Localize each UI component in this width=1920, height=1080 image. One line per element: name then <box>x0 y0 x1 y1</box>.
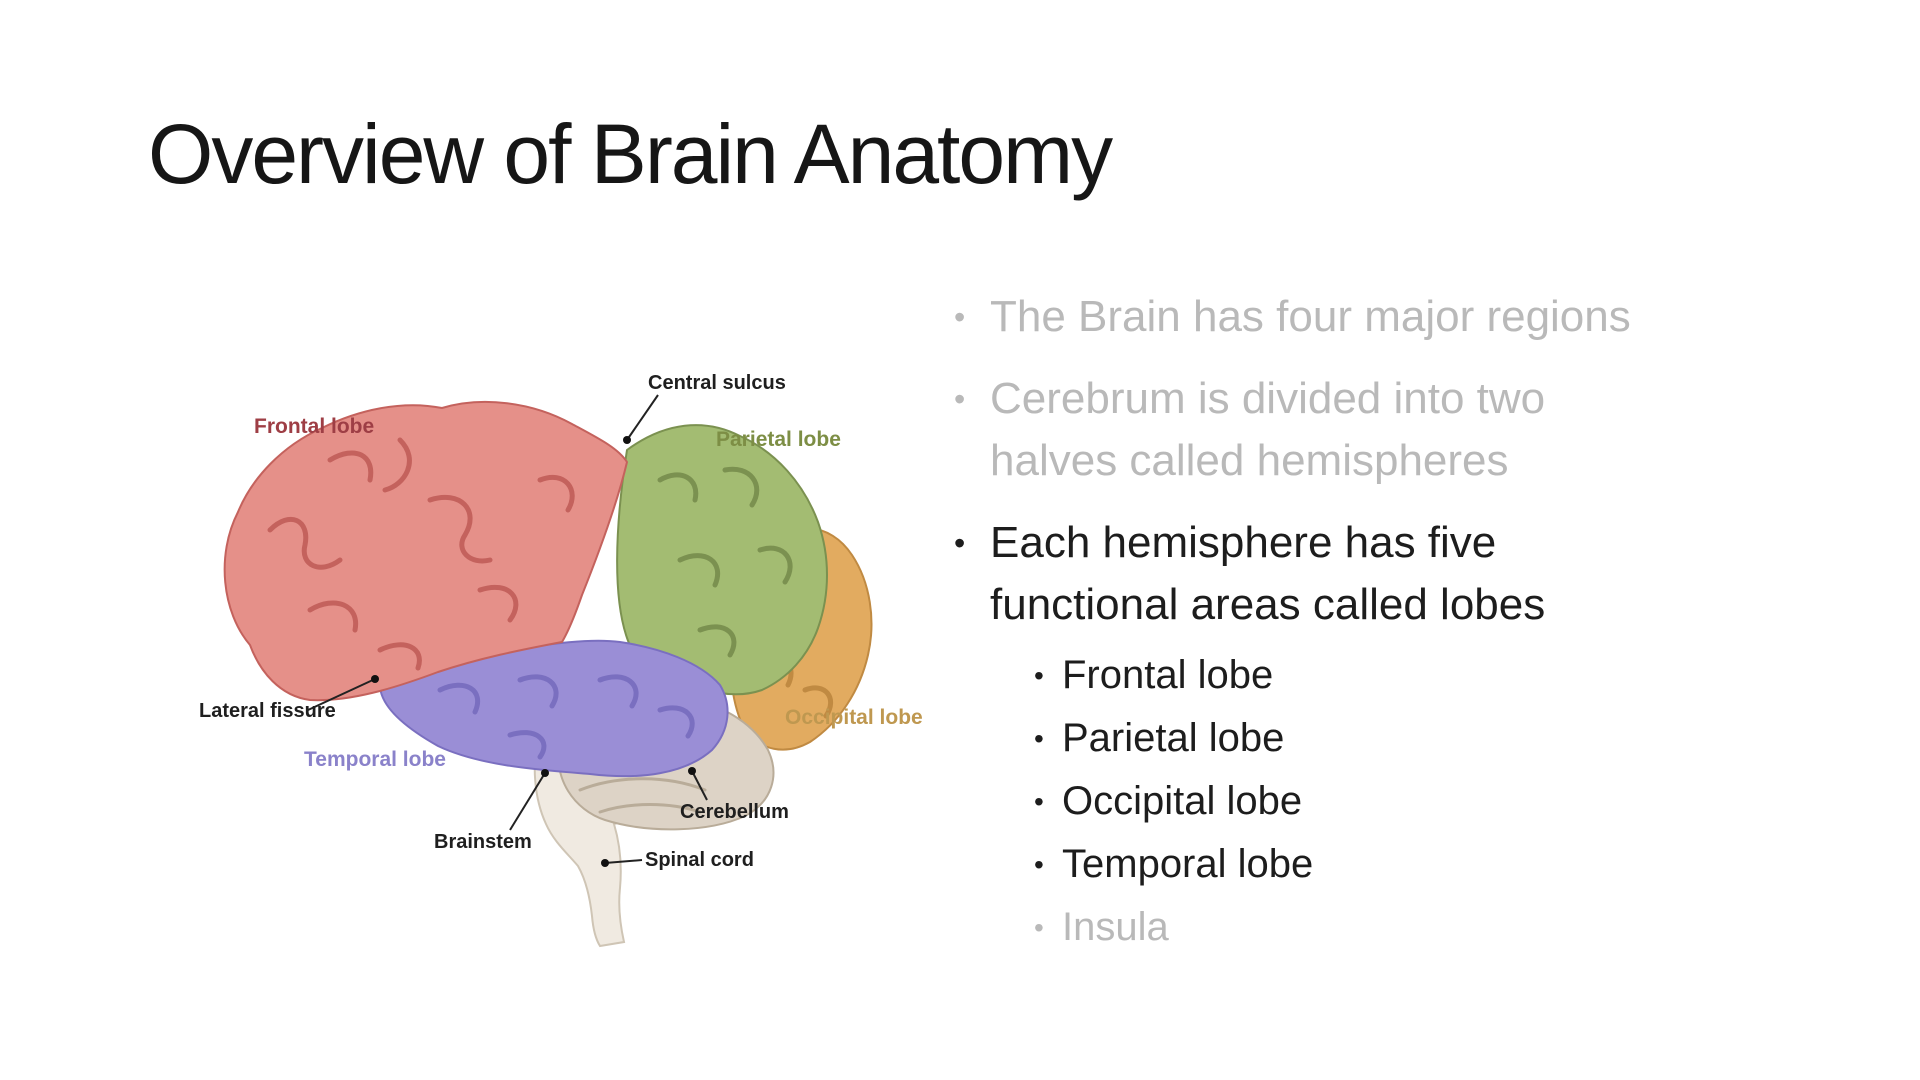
temporal-gyri-lines <box>437 674 695 760</box>
parietal-lobe-label: Parietal lobe <box>716 428 841 451</box>
bullet-marker: • <box>954 525 966 561</box>
lateral-fissure-label: Lateral fissure <box>199 700 336 722</box>
bullet-cerebrum-hemispheres: • Cerebrum is divided into two halves ca… <box>940 368 1740 492</box>
brainstem-label: Brainstem <box>434 831 532 853</box>
bullet-marker: • <box>954 381 966 417</box>
subbullet-temporal-lobe: • Temporal lobe <box>940 833 1740 896</box>
bullet-marker: • <box>1034 723 1044 754</box>
bullet-marker: • <box>1034 912 1044 943</box>
frontal-lobe-label: Frontal lobe <box>254 415 375 438</box>
label-anchor-dots <box>371 436 696 867</box>
brain-diagram: Central sulcus Frontal lobe Parietal lob… <box>180 350 923 960</box>
parietal-gyri-lines <box>657 466 793 658</box>
bullet-marker: • <box>954 299 966 335</box>
cerebellum-label: Cerebellum <box>680 801 789 823</box>
central-sulcus-label: Central sulcus <box>648 372 786 394</box>
subbullet-insula: • Insula <box>940 896 1740 959</box>
bullet-brain-regions: • The Brain has four major regions <box>940 286 1740 348</box>
frontal-lobe-shape <box>223 400 629 702</box>
brain-illustration <box>223 394 873 948</box>
bullet-five-lobes: • Each hemisphere has five functional ar… <box>940 512 1740 636</box>
subbullet-parietal-lobe: • Parietal lobe <box>940 707 1740 770</box>
spinal-cord-label: Spinal cord <box>645 849 754 871</box>
bullet-marker: • <box>1034 786 1044 817</box>
occipital-lobe-label: Occipital lobe <box>785 706 923 729</box>
slide-title: Overview of Brain Anatomy <box>148 107 1113 201</box>
label-connector-lines <box>307 394 708 864</box>
bullet-marker: • <box>1034 660 1044 691</box>
bullet-marker: • <box>1034 849 1044 880</box>
bullet-list: • The Brain has four major regions • Cer… <box>940 286 1740 959</box>
frontal-gyri-lines <box>267 437 575 671</box>
subbullet-frontal-lobe: • Frontal lobe <box>940 644 1740 707</box>
temporal-lobe-label: Temporal lobe <box>304 748 446 771</box>
parietal-lobe-shape <box>616 424 828 696</box>
subbullet-occipital-lobe: • Occipital lobe <box>940 770 1740 833</box>
